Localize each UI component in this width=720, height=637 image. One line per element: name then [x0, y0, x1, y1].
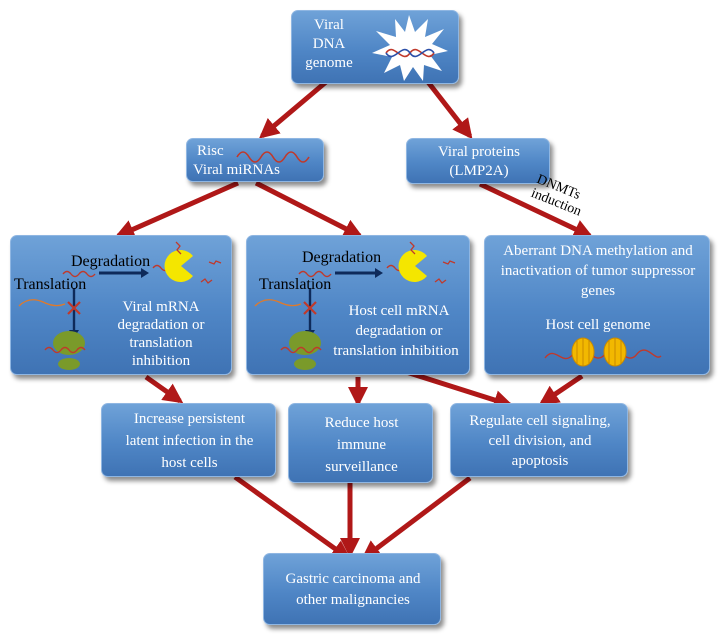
risc-label: Risc [197, 143, 224, 159]
translation-label: Translation [259, 276, 332, 293]
translation-label: Translation [14, 276, 87, 293]
arrow-risc-to-left-panel [114, 180, 240, 239]
latent-line-2: latent infection in the [125, 433, 254, 449]
methylation-line-2: inactivation of tumor suppressor [500, 263, 696, 279]
methylation-line-1: Aberrant DNA methylation and [503, 243, 693, 259]
signaling-line-2: cell division, and [488, 433, 592, 449]
ribosome-icon [53, 331, 85, 355]
viral-mrna-caption-3: translation [129, 335, 193, 351]
dnmts-induction-label: DNMTs induction [528, 172, 589, 220]
arrow-right-panel-to-signaling [538, 373, 584, 406]
latent-line-1: Increase persistent [133, 411, 246, 427]
latent-line-3: host cells [161, 455, 218, 471]
viral-dna-line-2: DNA [312, 36, 346, 52]
viral-mrna-caption-2: degradation or [117, 317, 205, 333]
dna-starburst-icon [372, 15, 448, 81]
arrow-genome-to-risc [258, 80, 328, 139]
cell-signaling-box: Regulate cell signaling, cell division, … [450, 403, 628, 477]
host-mrna-caption-2: degradation or [355, 323, 443, 339]
signaling-line-3: apoptosis [511, 453, 569, 469]
degradation-label: Degradation [302, 249, 382, 266]
viral-mrna-caption-1: Viral mRNA [122, 299, 200, 315]
mirna-strand-icon [236, 151, 310, 163]
host-cell-genome-label: Host cell genome [545, 317, 651, 333]
latent-infection-box: Increase persistent latent infection in … [101, 403, 276, 477]
viral-proteins-box: Viral proteins (LMP2A) [406, 138, 550, 184]
pacman-icon [164, 250, 193, 282]
ribosome-icon [289, 331, 321, 355]
risc-mirna-box: Risc Viral miRNAs [186, 138, 324, 182]
immune-surveillance-box: Reduce host immune surveillance [288, 403, 433, 483]
host-mrna-caption-3: translation inhibition [333, 343, 459, 359]
pacman-icon [398, 250, 427, 282]
methylation-panel: Aberrant DNA methylation and inactivatio… [484, 235, 710, 375]
arrow-latent-to-gastric [233, 474, 352, 561]
arrow-left-panel-to-latent [144, 374, 184, 404]
viral-proteins-line-2: (LMP2A) [449, 163, 509, 179]
viral-dna-line-3: genome [305, 55, 353, 71]
gastric-line-2: other malignancies [296, 592, 410, 608]
gastric-carcinoma-box: Gastric carcinoma and other malignancies [263, 553, 441, 625]
signaling-line-1: Regulate cell signaling, [469, 413, 611, 429]
viral-mrna-illustration [18, 241, 222, 370]
viral-mrna-panel: Degradation Translation Viral mRNA degra… [10, 235, 232, 375]
immune-line-1: Reduce host [324, 415, 399, 431]
viral-mrna-caption-4: inhibition [131, 353, 191, 369]
host-mrna-illustration [254, 241, 456, 370]
viral-proteins-line-1: Viral proteins [438, 144, 520, 160]
host-mrna-caption-1: Host cell mRNA [348, 303, 450, 319]
host-mrna-panel: Degradation Translation Host cell mRNA d… [246, 235, 470, 375]
viral-dna-line-1: Viral [314, 17, 344, 33]
viral-dna-genome-box: Viral DNA genome [291, 10, 459, 84]
gastric-line-1: Gastric carcinoma and [285, 571, 421, 587]
methylation-line-3: genes [580, 283, 616, 299]
immune-line-2: immune [336, 437, 387, 453]
immune-line-3: surveillance [325, 459, 398, 475]
degradation-label: Degradation [71, 253, 151, 270]
viral-mirnas-label: Viral miRNAs [193, 162, 281, 178]
arrow-risc-to-middle-panel [254, 180, 364, 239]
arrow-signaling-to-gastric [360, 476, 472, 561]
arrow-genome-to-proteins [426, 80, 473, 140]
nucleosome-icon [544, 337, 662, 367]
